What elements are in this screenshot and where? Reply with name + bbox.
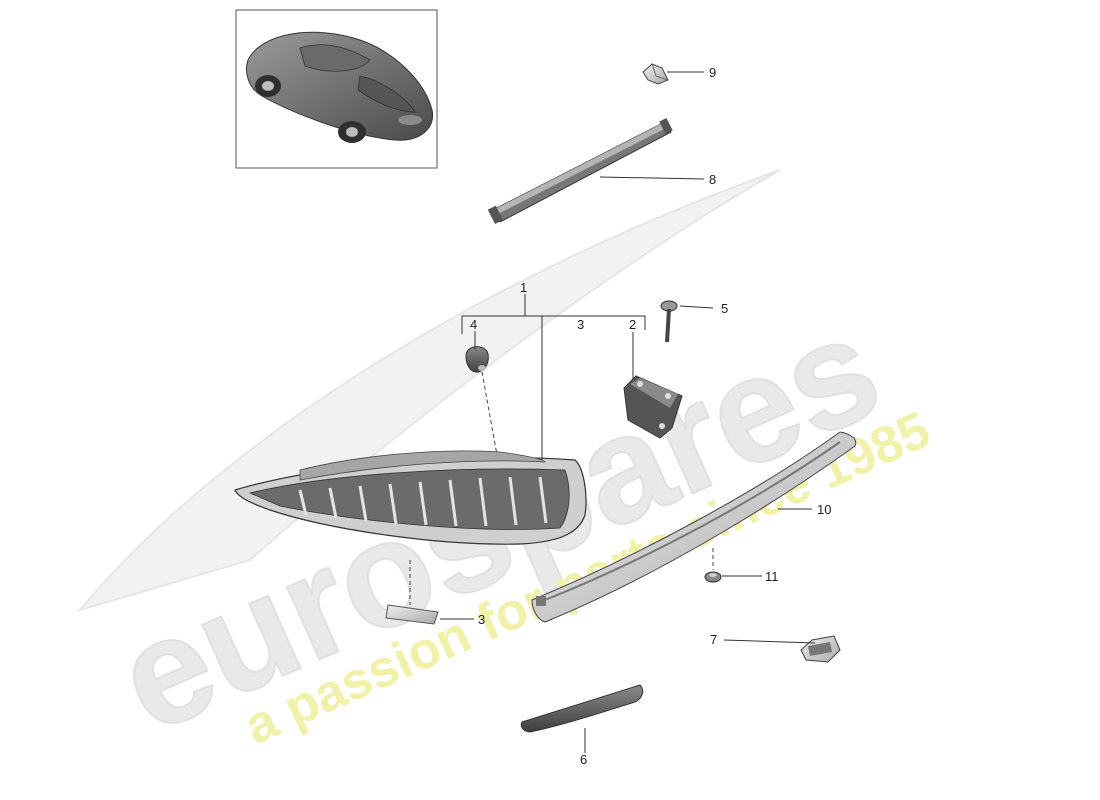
callout-7: 7 [710, 632, 717, 647]
car-overview-icon [246, 31, 434, 143]
callout-3-upper: 3 [577, 317, 584, 332]
callout-5: 5 [721, 301, 728, 316]
part-3-strip [385, 604, 439, 625]
callout-9: 9 [709, 65, 716, 80]
part-9-clip [642, 63, 669, 85]
part-7-lamp [800, 635, 841, 663]
part-1-tail-light [234, 450, 587, 545]
callouts: 9 8 1 5 4 3 2 10 11 3 7 6 [470, 65, 831, 767]
callout-6: 6 [580, 752, 587, 767]
part-5-screw [660, 300, 678, 343]
part-8-bar [487, 117, 673, 224]
callout-1: 1 [520, 280, 527, 295]
vehicle-thumbnail [235, 9, 438, 169]
part-4-grommet [465, 346, 489, 373]
callout-3-lower: 3 [478, 612, 485, 627]
part-6-marker [520, 684, 644, 733]
callout-4: 4 [470, 317, 477, 332]
part-2-bracket [623, 375, 683, 439]
dash-lines [409, 371, 714, 605]
callout-11: 11 [765, 569, 779, 584]
callout-8: 8 [709, 172, 716, 187]
part-10-trim [531, 431, 857, 623]
callout-10: 10 [817, 502, 831, 517]
leader-lines [440, 71, 816, 753]
part-11-nut [704, 571, 722, 583]
callout-2: 2 [629, 317, 636, 332]
